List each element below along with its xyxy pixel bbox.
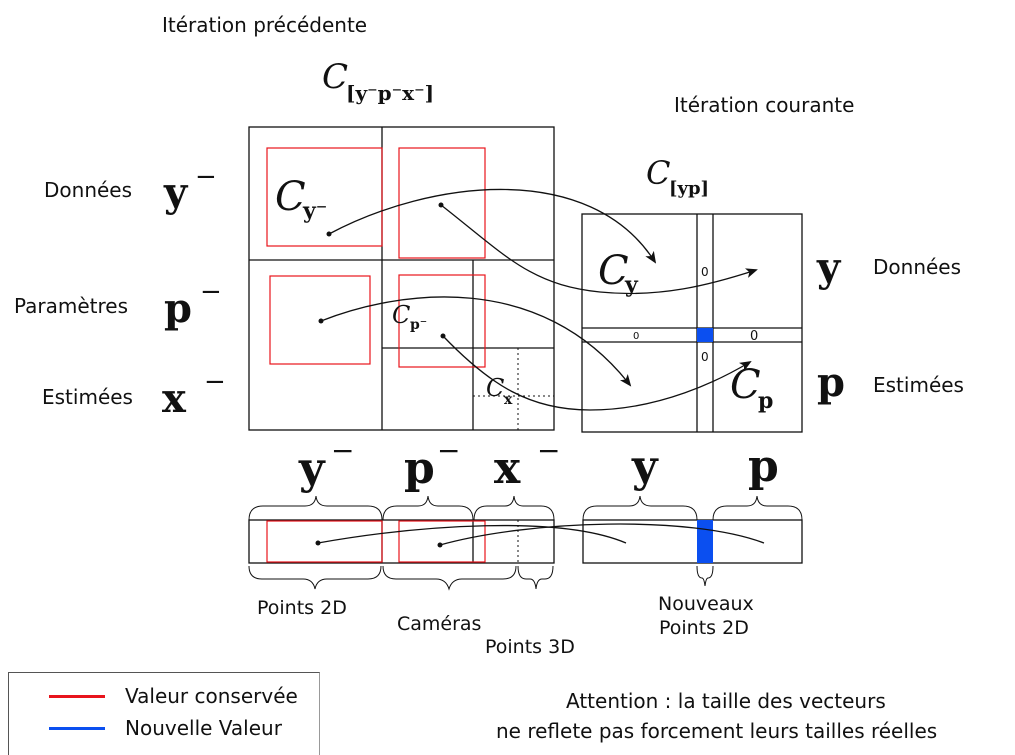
block-label-cp-prev-sub: p⁻ (410, 317, 427, 333)
vector-prev-symbol-p-sup: − (437, 434, 460, 467)
new-value-vector-cell (697, 520, 713, 563)
matrix-curr-title-main: C (646, 154, 670, 192)
matrix-prev-title-sub: [y⁻p⁻x⁻] (346, 81, 434, 105)
legend: Valeur conservée Nouvelle Valeur (8, 672, 320, 755)
block-label-cx-prev-sub: x (504, 392, 513, 408)
vector-transfer-arrows (315, 523, 765, 548)
note-line-2: ne reflete pas forcement leurs tailles r… (496, 719, 937, 743)
brace-bottom-new-points (696, 565, 714, 587)
vector-curr-symbol-y: y (631, 441, 659, 492)
left-symbol-x-sup: − (204, 367, 226, 397)
matrix-curr-title-sub: [yp] (669, 178, 709, 199)
arrow-cpy (320, 296, 632, 387)
matrix-curr-frame (581, 213, 803, 433)
kept-vector-y (266, 520, 383, 563)
brace-bottom-points3d (517, 565, 554, 590)
brace-top-p-prev (382, 495, 474, 521)
header-current-iteration: Itération courante (674, 93, 854, 117)
vector-curr-symbols: y p (631, 441, 779, 492)
left-symbol-p-sup: − (200, 277, 222, 307)
left-symbol-y: y (163, 169, 189, 216)
matrix-prev-title-main: C (322, 57, 348, 97)
header-previous-iteration: Itération précédente (162, 13, 367, 37)
block-label-cx-prev: C (486, 374, 504, 402)
left-symbol-p: p (164, 285, 192, 332)
brace-bottom-points2d (248, 565, 382, 590)
left-label-estimees: Estimées (42, 385, 133, 409)
label-new-points-line2: Points 2D (659, 617, 749, 639)
right-label-estimees: Estimées (873, 373, 964, 397)
label-points-3d: Points 3D (485, 636, 575, 658)
right-label-donnees: Données (873, 255, 961, 279)
block-label-cy-prev-sub: y⁻ (302, 198, 327, 224)
left-label-donnees: Données (44, 178, 132, 202)
new-value-cell (697, 328, 713, 342)
block-label-cy-prev: C (275, 174, 306, 220)
matrix-prev-frame (248, 126, 555, 431)
left-symbol-x: x (162, 375, 187, 422)
zero-left: 0 (633, 331, 639, 342)
arrow-cp (442, 335, 752, 411)
matrix-prev: C y⁻ C p⁻ C x (248, 126, 555, 431)
left-labels: Données y − Paramètres p − Estimées x − (14, 162, 226, 422)
matrix-prev-title: C [y⁻p⁻x⁻] (322, 57, 434, 105)
legend-item-new: Nouvelle Valeur (49, 714, 282, 742)
kept-block-yp (398, 147, 486, 259)
zero-bottom: 0 (701, 350, 709, 364)
zero-right: 0 (750, 329, 758, 344)
right-labels: y Données p Estimées (816, 244, 964, 406)
vector-curr-symbol-p: p (748, 441, 779, 492)
vector-prev-symbol-p: p (404, 443, 435, 494)
left-symbol-y-sup: − (195, 162, 217, 192)
legend-label-kept: Valeur conservée (125, 684, 298, 708)
left-label-parametres: Paramètres (14, 294, 128, 318)
brace-top-p-curr (712, 495, 803, 521)
brace-top-x-prev (473, 495, 555, 521)
arrow-vec-y (317, 524, 627, 544)
vector-prev-symbol-y-sup: − (331, 434, 354, 467)
block-label-cy-curr: C (598, 248, 629, 294)
kept-vector-p (398, 520, 486, 563)
right-symbol-y: y (816, 244, 842, 291)
vector-curr-frame (582, 519, 803, 564)
vector-prev-symbol-x-sup: − (537, 434, 560, 467)
vector-prev-symbols: y − p − x − (298, 434, 560, 494)
block-label-cp-curr: C (730, 362, 761, 408)
legend-swatch-new (49, 726, 105, 730)
block-label-cy-curr-sub: y (624, 272, 639, 298)
label-points-2d: Points 2D (257, 597, 347, 619)
brace-top-y-curr (582, 495, 698, 521)
note-line-1: Attention : la taille des vecteurs (566, 689, 886, 713)
top-braces (248, 495, 803, 521)
vector-prev (248, 519, 555, 564)
brace-top-y-prev (248, 495, 383, 521)
block-label-cp-curr-sub: p (758, 388, 773, 414)
label-cameras: Caméras (397, 613, 481, 635)
matrix-transfer-arrows (318, 188, 758, 411)
matrix-curr: C y C p 0 0 0 0 (581, 213, 803, 433)
matrix-curr-title: C [yp] (646, 154, 709, 199)
arrow-cyp (440, 204, 758, 295)
brace-bottom-cameras (382, 565, 517, 591)
bottom-braces (248, 565, 714, 591)
kept-block-py (269, 275, 371, 365)
kept-block-p (398, 274, 486, 368)
right-symbol-p: p (817, 359, 845, 406)
kept-block-y (266, 147, 383, 247)
legend-item-kept: Valeur conservée (49, 682, 298, 710)
vector-prev-symbol-y: y (298, 443, 326, 494)
vector-curr (582, 519, 803, 564)
arrow-cy (328, 188, 657, 264)
legend-label-new: Nouvelle Valeur (125, 716, 282, 740)
legend-swatch-kept (49, 694, 105, 698)
vector-prev-symbol-x: x (494, 443, 521, 494)
zero-top: 0 (701, 265, 709, 279)
block-label-cp-prev: C (392, 301, 410, 329)
arrow-vec-p (439, 523, 765, 546)
label-new-points-line1: Nouveaux (658, 593, 754, 615)
vector-prev-frame (248, 519, 555, 564)
